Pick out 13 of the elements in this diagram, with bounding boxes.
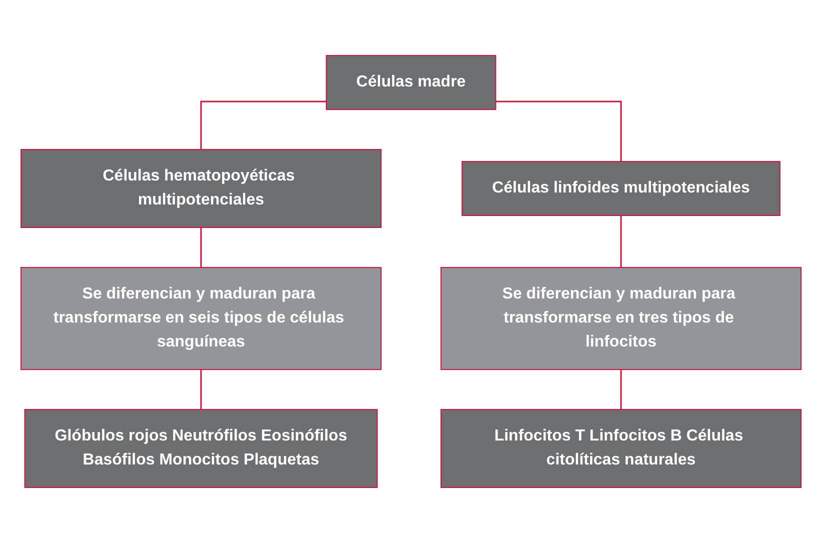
connector	[200, 368, 202, 410]
node-box: Se diferencian y maduran para transformarse en seis tipos de células sanguíneas	[20, 267, 382, 370]
node-box: Linfocitos T Linfocitos B Células citolíticas naturales	[440, 409, 802, 488]
node-box: Células madre	[326, 55, 496, 110]
connector	[620, 368, 622, 410]
connector	[496, 100, 622, 162]
connector	[200, 100, 326, 150]
node-box: Células linfoides multipotenciales	[462, 161, 780, 216]
node-box: Se diferencian y maduran para transformarse en tres tipos de linfocitos	[440, 267, 802, 370]
connector	[620, 214, 622, 268]
connector	[200, 226, 202, 268]
node-box: Células hematopoyéticas multipotenciales	[20, 149, 382, 228]
node-box: Glóbulos rojos Neutrófilos Eosinófilos Basófilos Monocitos Plaquetas	[24, 409, 378, 488]
